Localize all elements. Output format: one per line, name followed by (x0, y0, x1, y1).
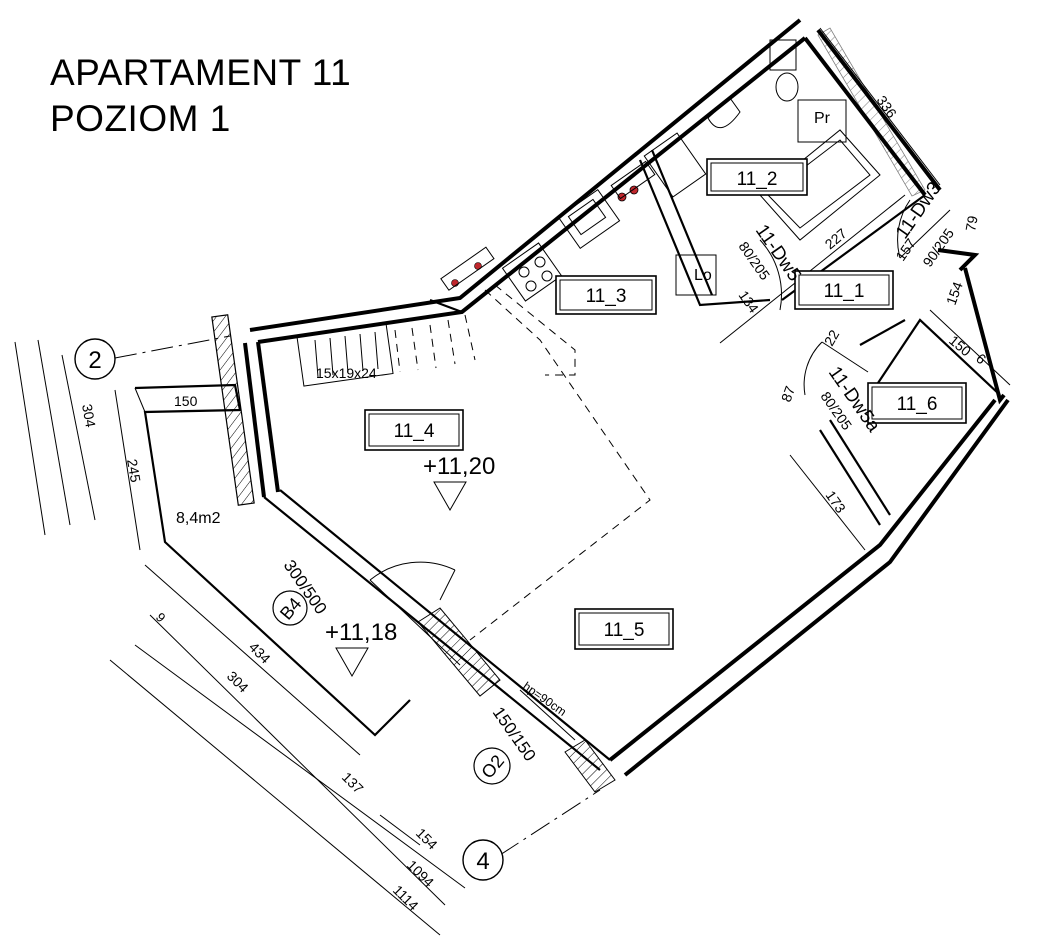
dim-9: 9 (153, 610, 169, 626)
void-outline (469, 289, 651, 641)
axis-circle-4 (462, 839, 504, 881)
axis-line-4 (499, 789, 601, 856)
svg-text:11_1: 11_1 (824, 281, 865, 302)
door-dw3-size: 90/205 (919, 225, 957, 269)
room-label-11-1: 11_1 (794, 270, 894, 310)
svg-text:11_4: 11_4 (394, 421, 435, 442)
dim-134: 134 (736, 288, 763, 316)
dim-227: 227 (822, 225, 850, 252)
dim-154-right: 154 (943, 279, 966, 307)
dim-173: 173 (823, 488, 850, 516)
dim-304-top: 304 (79, 403, 99, 429)
interior-walls (638, 149, 1001, 526)
dim-150-right: 150 (946, 332, 974, 359)
plan-title: APARTAMENT 11 POZIOM 1 (50, 50, 351, 142)
terrace-area: 8,4m2 (176, 510, 221, 527)
void-outline-inner (494, 284, 576, 376)
dim-157: 157 (892, 235, 919, 263)
apartment-title: APARTAMENT 11 (50, 52, 352, 93)
room-label-11-3: 11_3 (555, 275, 657, 315)
dim-137: 137 (339, 769, 367, 797)
hatched-wall-segments (417, 27, 926, 793)
fixture-pr: Pr (814, 110, 831, 127)
room-label-11-2: 11_2 (706, 158, 808, 196)
dim-245: 245 (124, 458, 144, 484)
dim-1094: 1094 (404, 857, 437, 890)
dim-154-bottom: 154 (413, 825, 441, 853)
room-label-11-6: 11_6 (867, 382, 967, 424)
dim-79: 79 (962, 214, 980, 232)
axis-line-2 (114, 335, 231, 359)
room-label-11-5: 11_5 (574, 608, 674, 650)
stairs-spec: 15x19x24 (316, 365, 377, 381)
level-title: POZIOM 1 (50, 98, 231, 139)
kitchen-fixtures (440, 132, 707, 302)
dim-150-terrace: 150 (174, 393, 198, 409)
terrace-outline-inner (134, 387, 146, 413)
dim-87: 87 (778, 384, 798, 404)
level-interior: +11,20 (423, 453, 495, 480)
window-tag-b4-circle (272, 590, 308, 626)
level-marker-terrace (335, 647, 369, 678)
staircase (296, 314, 476, 387)
dim-1114: 1114 (390, 882, 422, 914)
axis-circle-2 (74, 338, 116, 380)
axis-label-4: 4 (476, 848, 489, 875)
window-tag-o2-circle (473, 747, 511, 785)
dimension-lines (14, 27, 1011, 936)
level-terrace: +11,18 (325, 619, 397, 646)
room-label-11-4: 11_4 (364, 409, 464, 451)
dim-434: 434 (246, 639, 274, 667)
door-swings (369, 199, 951, 666)
bathroom-fixtures (675, 39, 881, 296)
svg-text:11_5: 11_5 (604, 620, 645, 641)
svg-text:11_2: 11_2 (737, 169, 778, 190)
axis-label-2: 2 (88, 347, 101, 374)
fixture-lo: Lo (694, 267, 712, 284)
svg-text:11_3: 11_3 (586, 286, 627, 307)
level-marker-interior (433, 481, 467, 512)
dim-22: 22 (821, 327, 843, 349)
svg-text:11_6: 11_6 (897, 394, 938, 415)
